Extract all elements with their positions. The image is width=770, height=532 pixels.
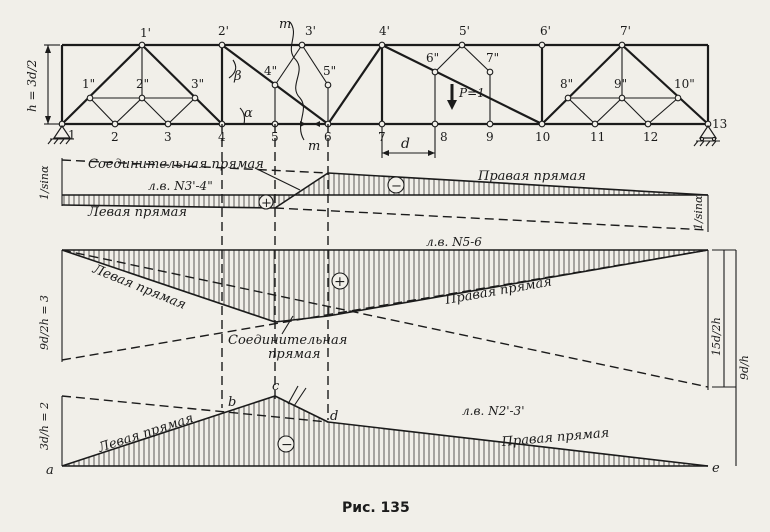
hatch-3 [68, 396, 695, 466]
right-support [693, 124, 720, 147]
il3-left-line: Левая прямая [96, 411, 196, 456]
node-label: 10 [535, 130, 550, 144]
influence-line-3: л.в. N2'-3' Левая прямая Правая прямая 3… [38, 379, 720, 478]
top-node-labels: 1' 2' 3' 4' 5' 6' 7' [140, 24, 631, 40]
node-label: 10" [674, 77, 695, 91]
figure-caption: Рис. 135 [342, 500, 410, 516]
il2-connecting-line-1: Соединительная [228, 333, 347, 348]
node-label: 11 [590, 130, 605, 144]
node-label: 1' [140, 26, 151, 40]
angle-alpha: α [244, 106, 253, 121]
node-label: 1 [68, 128, 76, 142]
il2-right-line: Правая прямая [443, 274, 553, 308]
hatch-2 [68, 250, 700, 322]
height-dimension [44, 44, 60, 125]
section-label-top: m [279, 17, 291, 32]
node-label: 9 [486, 130, 494, 144]
node-label: 4' [379, 24, 390, 38]
node-label: 7' [620, 24, 631, 38]
il1-right-ordinate: 1/sinα [692, 195, 705, 230]
il3-right-line: Правая прямая [500, 426, 610, 450]
node-label: 5 [271, 130, 279, 144]
node-label: 2' [218, 24, 229, 38]
node-label: 8" [560, 77, 573, 91]
section-m-m [289, 21, 305, 141]
node-label: 2" [136, 77, 149, 91]
node-label: 8 [440, 130, 448, 144]
node-label: 9" [614, 77, 627, 91]
node-label: 7" [486, 51, 499, 65]
panel-label: d [401, 136, 410, 152]
load-arrow [447, 84, 457, 110]
point-c: c [272, 379, 280, 394]
il2-left-ordinate: 9d/2h = 3 [38, 295, 51, 350]
node-label: 4" [264, 64, 277, 78]
panel-dimension [381, 127, 436, 158]
node-label: 2 [111, 130, 119, 144]
point-e: e [712, 461, 720, 476]
angle-beta: β [233, 69, 242, 84]
il1-title: л.в. N3'-4" [148, 179, 213, 193]
node-label: 7 [378, 130, 386, 144]
il2-right-ordinate-1: 15d/2h [710, 317, 723, 356]
bottom-node-labels: 1 2 3 4 5 6 7 8 9 10 11 12 13 [68, 117, 727, 144]
truss: m m β α P=1 d h = 3d/2 [25, 17, 727, 158]
influence-line-1: л.в. N3'-4" Левая прямая Правая прямая С… [38, 157, 709, 232]
il1-right-line: Правая прямая [477, 169, 586, 184]
node-label: 13 [712, 117, 727, 131]
il2-sign-plus: + [334, 274, 346, 290]
node-label: 5' [459, 24, 470, 38]
node-label: 3 [164, 130, 172, 144]
section-label-bottom: m [308, 139, 320, 154]
il2-right-ordinate-2: 9d/h [738, 355, 751, 380]
il1-left-ordinate: 1/sinα [38, 165, 51, 200]
il3-title: л.в. N2'-3' [462, 404, 525, 418]
il2-title: л.в. N5-6 [426, 235, 482, 249]
node-label: 6" [426, 51, 439, 65]
il2-connecting-line-2: прямая [268, 347, 320, 362]
il1-sign-minus: − [391, 179, 402, 194]
height-label: h = 3d/2 [25, 60, 39, 112]
il1-sign-plus: + [261, 196, 272, 211]
left-support [47, 124, 74, 145]
il3-sign-minus: − [281, 437, 293, 453]
point-d: d [330, 409, 338, 424]
point-a: a [46, 463, 54, 478]
node-label: 5" [323, 64, 336, 78]
node-label: 12 [643, 130, 658, 144]
mid-node-labels: 1" 2" 3" 4" 5" 6" 7" 8" 9" 10" [82, 51, 695, 91]
node-label: 3" [191, 77, 204, 91]
node-label: 4 [218, 130, 226, 144]
node-label: 6' [540, 24, 551, 38]
load-label: P=1 [458, 86, 485, 100]
il1-connecting-line: Соединительная прямая [88, 157, 264, 172]
il1-left-line: Левая прямая [87, 205, 187, 220]
node-label: 3' [305, 24, 316, 38]
node-label: 1" [82, 77, 95, 91]
node-label: 6 [324, 130, 332, 144]
il3-left-ordinate: 3d/h = 2 [38, 402, 51, 450]
point-b: b [228, 395, 236, 410]
